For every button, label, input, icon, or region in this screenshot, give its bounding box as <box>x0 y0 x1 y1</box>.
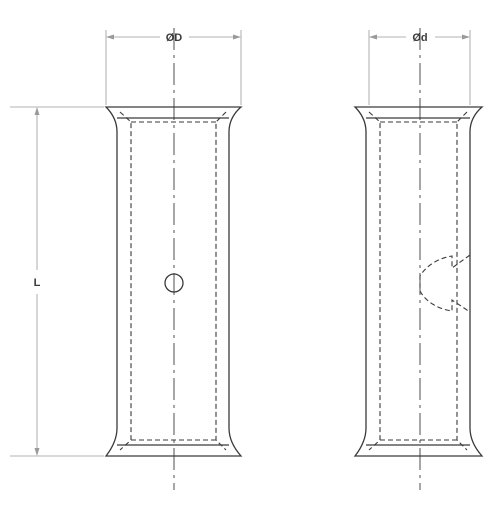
left-sleeve-inner-wall <box>117 117 229 446</box>
outer-diameter-label: ØD <box>166 32 183 44</box>
dimension-length: L <box>10 106 104 457</box>
right-hidden-bore <box>368 111 468 451</box>
left-hidden-bore <box>119 111 227 451</box>
left-sleeve-outline <box>104 106 243 457</box>
inspection-hole <box>164 273 184 293</box>
left-view <box>104 28 243 490</box>
hidden-crimp-indent <box>419 254 471 313</box>
dimension-inner-diameter: Ød <box>368 30 471 105</box>
inner-diameter-label: Ød <box>412 32 427 44</box>
right-view <box>353 28 484 490</box>
right-sleeve-inner-wall <box>366 117 470 446</box>
length-label: L <box>34 277 41 289</box>
dimension-outer-diameter: ØD <box>105 30 242 105</box>
right-sleeve-outline <box>353 106 484 457</box>
